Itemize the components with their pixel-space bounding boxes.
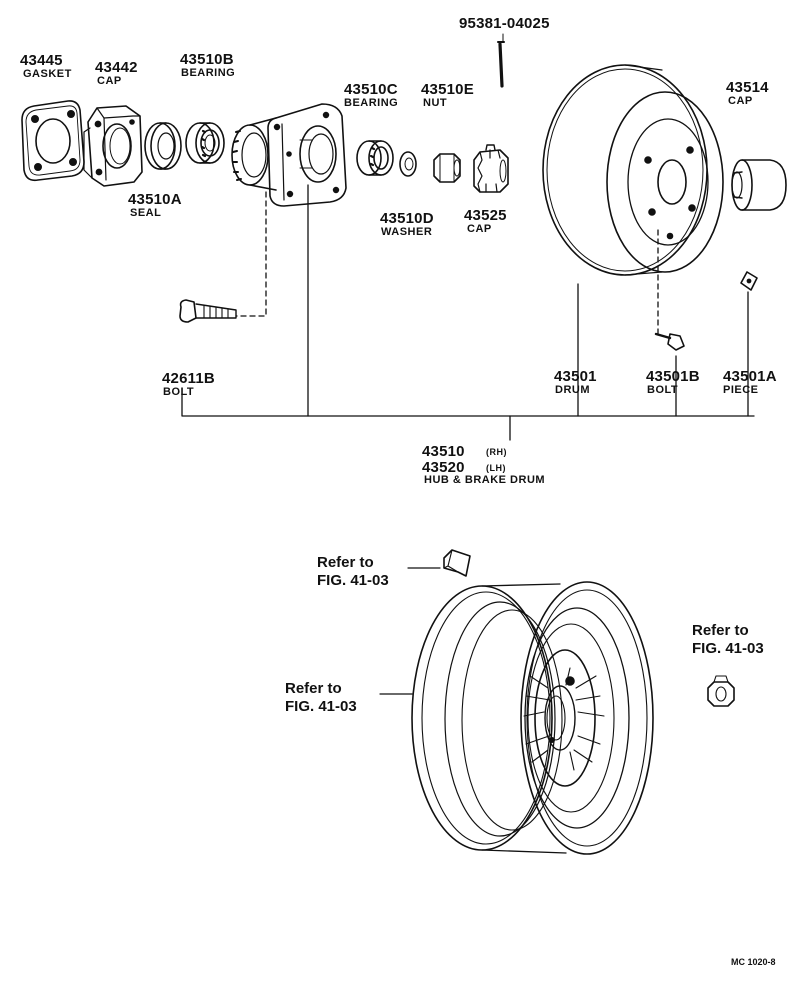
bearing-43510c-name: BEARING — [344, 97, 399, 109]
assembly-name: HUB & BRAKE DRUM — [424, 474, 546, 486]
assembly-lh-side: (LH) — [486, 463, 506, 473]
leader-lines — [181, 33, 755, 441]
bearing-43510b-name: BEARING — [181, 67, 236, 79]
nut-reference: Refer to FIG. 41-03 — [692, 622, 764, 657]
nut-number: 43510E — [421, 81, 474, 98]
gasket-number: 43445 — [20, 52, 63, 69]
washer-name: WASHER — [381, 226, 433, 238]
washer-part — [399, 151, 417, 177]
bearing-43510b-number: 43510B — [180, 51, 234, 68]
cap-43442-number: 43442 — [95, 59, 138, 76]
drum-name: DRUM — [555, 384, 590, 396]
gasket-part — [21, 100, 85, 182]
seal-part — [144, 122, 182, 170]
cap-43525-number: 43525 — [464, 207, 507, 224]
piece-part — [740, 271, 758, 291]
cap-43525-name: CAP — [467, 223, 492, 235]
nut-part — [433, 153, 461, 183]
balance-weight-part — [443, 549, 471, 577]
bolt-43501b-name: BOLT — [647, 384, 679, 396]
nut-lock-cap-part — [473, 144, 509, 193]
flange-cap-part — [83, 105, 143, 187]
drum-number: 43501 — [554, 368, 597, 385]
piece-number: 43501A — [723, 368, 777, 385]
seal-number: 43510A — [128, 191, 182, 208]
bolt-42611b-number: 42611B — [162, 370, 215, 387]
bolt-42611b-name: BOLT — [163, 386, 195, 398]
assembly-rh-side: (RH) — [486, 447, 507, 457]
wheel-reference: Refer to FIG. 41-03 — [285, 680, 357, 715]
seal-name: SEAL — [130, 207, 162, 219]
outer-bearing-part — [185, 122, 225, 164]
cotter-pin-part — [497, 41, 505, 88]
cap-43442-name: CAP — [97, 75, 122, 87]
wheel-nut-part — [707, 675, 735, 707]
cotter-pin-number: 95381-04025 — [459, 15, 550, 32]
drum-bolt-part — [654, 332, 685, 351]
hub-part — [231, 103, 347, 207]
wheel-part — [411, 581, 654, 855]
gasket-name: GASKET — [23, 68, 72, 80]
assembly-lh-number: 43520 — [422, 459, 465, 476]
bearing-43510c-number: 43510C — [344, 81, 398, 98]
nut-name: NUT — [423, 97, 448, 109]
figure-code: MC 1020-8 — [731, 957, 776, 967]
grease-cap-part — [731, 159, 787, 211]
cap-43514-number: 43514 — [726, 79, 769, 96]
piece-name: PIECE — [723, 384, 759, 396]
weight-reference: Refer to FIG. 41-03 — [317, 554, 389, 589]
bolt-43501b-number: 43501B — [646, 368, 700, 385]
cap-43514-name: CAP — [728, 95, 753, 107]
inner-bearing-part — [356, 140, 394, 176]
hub-bolt-part — [179, 299, 237, 323]
wheel-leader-lines — [379, 567, 441, 695]
brake-drum-part — [542, 64, 724, 276]
washer-number: 43510D — [380, 210, 434, 227]
assembly-rh-number: 43510 — [422, 443, 465, 460]
